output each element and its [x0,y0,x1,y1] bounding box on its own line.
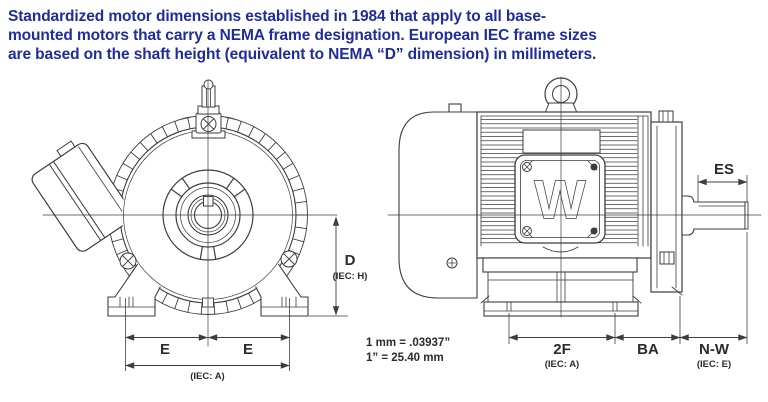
end-shield-bolt-left [119,252,137,270]
conduit-box-side [398,103,478,299]
dimension-2f-ba-nw: 2F (IEC: A) BA N-W (IEC: E) [508,232,748,370]
top-cover-plate [522,129,601,154]
end-shield-bolt-right [280,250,298,268]
dim-e-right-label: E [243,341,253,358]
scale-note: 1 mm = .03937” 1” = 25.40 mm [366,337,450,364]
brand-letter: W [535,170,586,230]
front-view-drawing [31,79,338,347]
dim-d-iec-label: (IEC: H) [333,271,368,282]
intro-line-3: are based on the shaft height (equivalen… [8,46,597,63]
side-view-drawing: W [387,76,762,318]
fan-guard-spokes [170,177,246,260]
intro-line-1: Standardized motor dimensions establishe… [8,8,546,25]
motor-shaft [681,195,749,236]
dimension-d: D (IEC: H) [309,216,368,317]
intro-line-2: mounted motors that carry a NEMA frame d… [8,27,597,44]
dim-2f-label: 2F [553,341,571,358]
dim-2f-iec-label: (IEC: A) [545,359,579,370]
scale-note-line-2: 1” = 25.40 mm [366,352,444,364]
scale-note-line-1: 1 mm = .03937” [366,337,450,349]
dim-ba-label: BA [637,341,659,358]
dimension-e-e: E E (IEC: A) [125,298,290,382]
dim-e-iec-label: (IEC: A) [190,371,224,382]
logo-plate: W [514,154,606,244]
dim-d-label: D [345,252,356,269]
conduit-box-front [31,140,134,252]
dim-nw-iec-label: (IEC: E) [697,359,731,370]
dim-nw-label: N-W [699,341,730,358]
top-lug-front [191,79,226,139]
dimension-es: ES [697,161,748,202]
dim-es-label: ES [714,161,734,178]
intro-paragraph: Standardized motor dimensions establishe… [8,7,760,64]
drive-end-bracket [650,110,683,296]
dim-e-left-label: E [160,341,170,358]
